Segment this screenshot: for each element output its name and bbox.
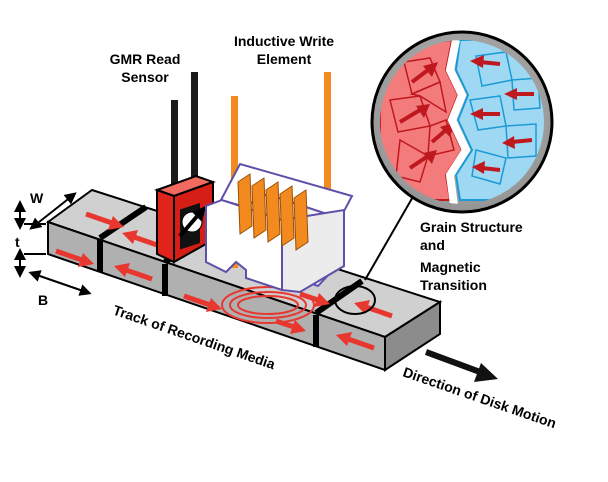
magnifier-leader-line [364, 187, 419, 281]
grain-arrow-icon [408, 150, 437, 170]
grain-boundary-gap [445, 40, 471, 204]
inductive-write-element [205, 72, 354, 294]
grain-arrow-icon [410, 62, 438, 84]
gmr-sensor-label-line2: Sensor [121, 69, 169, 85]
magnetization-arrow-icon [85, 211, 124, 230]
motion-direction-arrow-icon [424, 349, 498, 382]
grain-label-line4: Transition [420, 277, 487, 293]
grain-structure-magnifier [364, 30, 554, 281]
dimension-arrow-icon [28, 270, 92, 296]
magnetization-arrow-icon [183, 293, 222, 312]
sensor-lead-left [171, 100, 178, 192]
grain-label-line3: Magnetic [420, 259, 481, 275]
dimension-w-label: W [30, 190, 44, 206]
grain-arrow-icon [504, 88, 534, 100]
grain-label-line1: Grain Structure [420, 219, 523, 235]
magnetization-arrow-icon [114, 263, 153, 282]
dimension-t-label: t [15, 234, 20, 250]
sensor-lead-right [191, 72, 198, 184]
dimension-arrow-icon [29, 192, 77, 230]
transition-line [98, 204, 148, 241]
dimension-b-label: B [38, 292, 48, 308]
write-element-label-line2: Element [257, 51, 312, 67]
grain-arrow-icon [502, 136, 533, 149]
track-end-face [384, 300, 441, 372]
gmr-sensor-label-line1: GMR Read [110, 51, 181, 67]
dimension-markers [14, 192, 92, 296]
magnetization-arrow-icon [122, 230, 161, 249]
gmr-read-sensor [154, 72, 216, 264]
grain-arrow-icon [470, 55, 501, 68]
grain-region-blue [454, 40, 544, 201]
write-coil [237, 173, 309, 251]
read-direction-arrow-icon [178, 206, 206, 238]
grain-arrow-icon [470, 108, 500, 120]
grain-arrow-icon [472, 161, 501, 174]
write-lead-right [324, 72, 331, 192]
sensor-body-front [156, 188, 175, 264]
flux-field-lines [221, 286, 315, 324]
write-element-label-line1: Inductive Write [234, 33, 334, 49]
grain-arrow-icon [398, 104, 430, 124]
magnetization-arrow-icon [55, 248, 94, 267]
magnetization-arrow-icon [336, 332, 375, 351]
grain-label-line2: and [420, 237, 445, 253]
transition-highlight-circle [334, 285, 376, 315]
